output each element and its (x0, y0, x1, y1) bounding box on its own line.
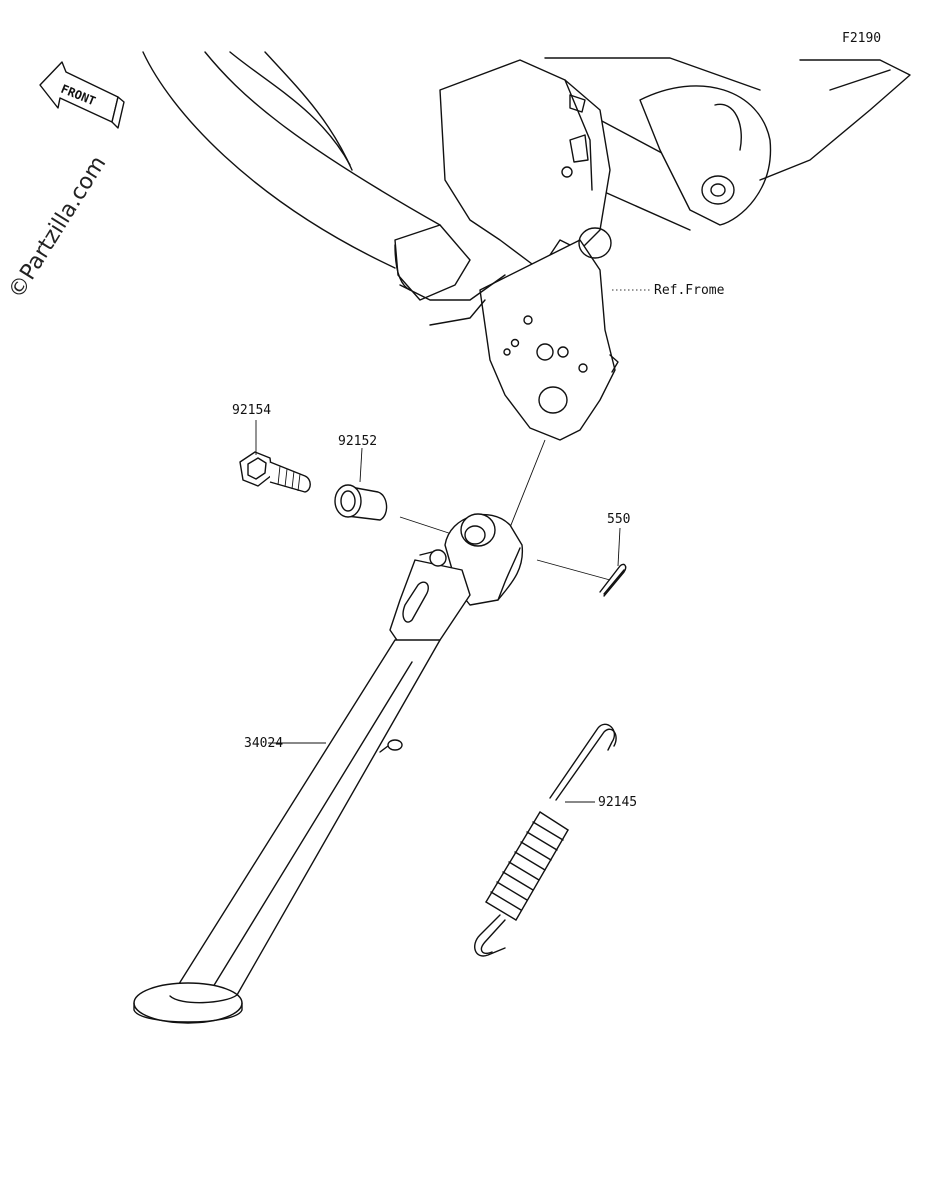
reference-label: Ref.Frome (654, 283, 725, 298)
callout-92145: 92145 (598, 795, 637, 810)
bolt-part (239, 451, 311, 493)
side-stand-part (133, 513, 524, 1024)
diagram-code: F2190 (842, 31, 881, 46)
watermark: ©Partzilla.com (4, 152, 111, 303)
spring-part (474, 723, 617, 957)
cotter-pin-part (599, 563, 627, 597)
frame-illustration (142, 51, 911, 441)
collar-part (334, 484, 388, 521)
callout-34024: 34024 (244, 736, 283, 751)
front-arrow-icon: FRONT (39, 61, 125, 129)
callout-92152: 92152 (338, 434, 377, 449)
callout-92154: 92154 (232, 403, 271, 418)
callout-550: 550 (607, 512, 630, 527)
